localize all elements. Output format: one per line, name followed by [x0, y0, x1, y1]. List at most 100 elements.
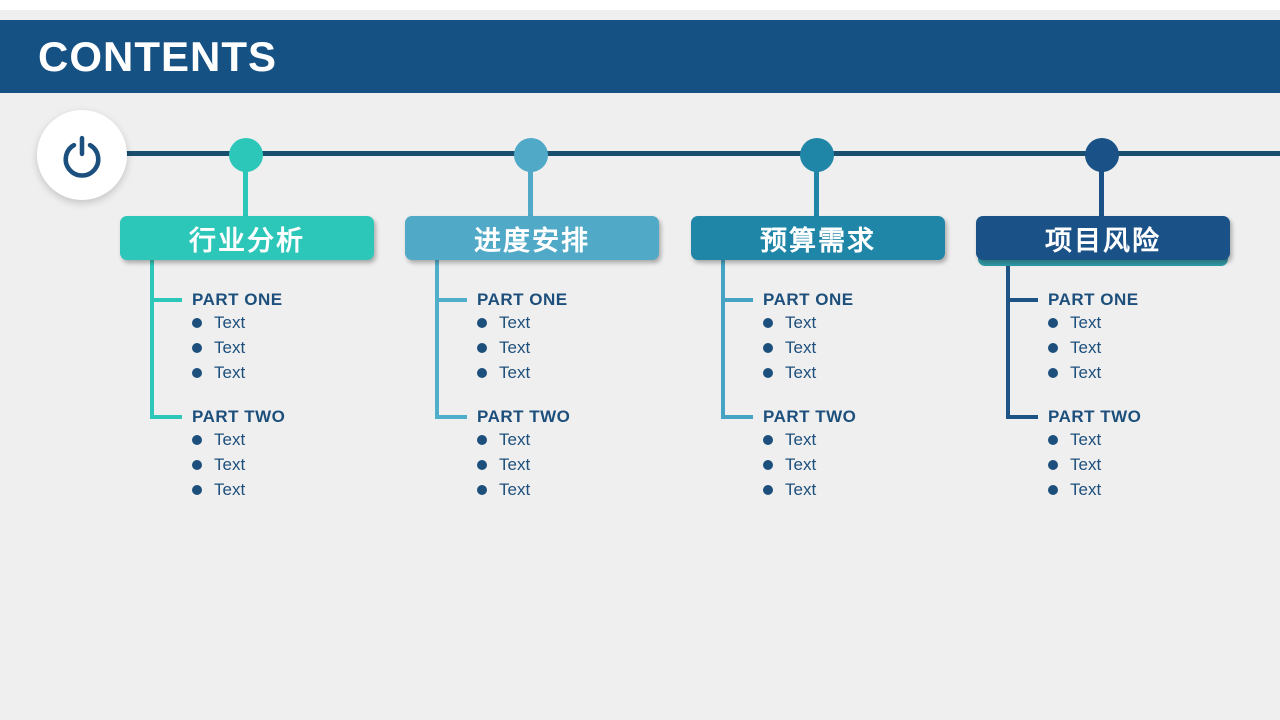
- list-item-label: Text: [499, 429, 531, 449]
- bullet-icon: [192, 434, 202, 445]
- bullet-icon: [477, 459, 487, 470]
- bullet-icon: [192, 367, 202, 378]
- branch-tick: [150, 298, 182, 302]
- bullet-icon: [763, 434, 773, 445]
- list-item-label: Text: [785, 362, 817, 382]
- bullet-icon: [192, 484, 202, 495]
- bullet-icon: [192, 342, 202, 353]
- bullet-icon: [477, 484, 487, 495]
- page-title: CONTENTS: [38, 32, 277, 80]
- branch-line: [721, 260, 725, 419]
- part-title: PART TWO: [192, 407, 286, 426]
- timeline-node-icon: [229, 138, 263, 172]
- part-title: PART ONE: [192, 290, 283, 309]
- list-item: Text: [763, 360, 943, 385]
- bullet-icon: [1048, 367, 1058, 378]
- bullet-icon: [1048, 342, 1058, 353]
- list-item-label: Text: [1070, 429, 1102, 449]
- bullet-icon: [192, 317, 202, 328]
- branch-tick: [721, 415, 753, 419]
- branch-tick: [150, 415, 182, 419]
- list-item: Text: [477, 452, 657, 477]
- bullet-icon: [763, 484, 773, 495]
- section-button[interactable]: 行业分析: [120, 216, 374, 260]
- list-item: Text: [1048, 310, 1228, 335]
- list-item: Text: [477, 427, 657, 452]
- node-stem-line: [1099, 158, 1104, 216]
- list-item: Text: [1048, 427, 1228, 452]
- list-item-label: Text: [214, 337, 246, 357]
- list-item: Text: [192, 477, 372, 502]
- section-button[interactable]: 进度安排: [405, 216, 659, 260]
- timeline-node-icon: [800, 138, 834, 172]
- list-item-label: Text: [214, 312, 246, 332]
- list-item-label: Text: [214, 362, 246, 382]
- list-item-label: Text: [499, 337, 531, 357]
- list-item: Text: [1048, 477, 1228, 502]
- node-stem-line: [528, 158, 533, 216]
- list-item: Text: [192, 335, 372, 360]
- list-item-label: Text: [785, 454, 817, 474]
- bullet-icon: [477, 434, 487, 445]
- list-item-label: Text: [214, 479, 246, 499]
- list-item: Text: [1048, 335, 1228, 360]
- list-item: Text: [1048, 452, 1228, 477]
- list-item: Text: [192, 310, 372, 335]
- list-item-label: Text: [499, 479, 531, 499]
- bullet-icon: [763, 342, 773, 353]
- list-item-label: Text: [1070, 362, 1102, 382]
- list-item: Text: [1048, 360, 1228, 385]
- list-item-label: Text: [499, 362, 531, 382]
- list-item-label: Text: [214, 454, 246, 474]
- branch-line: [150, 260, 154, 419]
- part-title: PART ONE: [1048, 290, 1139, 309]
- section-button[interactable]: 项目风险: [976, 216, 1230, 260]
- bullet-icon: [192, 459, 202, 470]
- power-button[interactable]: [37, 110, 127, 200]
- branch-line: [435, 260, 439, 419]
- bullet-icon: [1048, 484, 1058, 495]
- timeline-line: [122, 151, 1280, 156]
- part-title: PART TWO: [1048, 407, 1142, 426]
- bullet-icon: [477, 317, 487, 328]
- list-item: Text: [192, 360, 372, 385]
- slide-top-strip: [0, 0, 1280, 10]
- list-item: Text: [477, 335, 657, 360]
- list-item-label: Text: [1070, 312, 1102, 332]
- section-button[interactable]: 预算需求: [691, 216, 945, 260]
- list-item: Text: [192, 427, 372, 452]
- list-item-label: Text: [785, 479, 817, 499]
- list-item-label: Text: [1070, 479, 1102, 499]
- part-title: PART TWO: [477, 407, 571, 426]
- bullet-icon: [763, 317, 773, 328]
- header-bar: CONTENTS: [0, 20, 1280, 93]
- part-title: PART TWO: [763, 407, 857, 426]
- list-item: Text: [763, 335, 943, 360]
- list-item: Text: [477, 477, 657, 502]
- list-item-label: Text: [499, 454, 531, 474]
- list-item: Text: [477, 310, 657, 335]
- list-item: Text: [763, 477, 943, 502]
- list-item: Text: [763, 427, 943, 452]
- bullet-icon: [477, 342, 487, 353]
- node-stem-line: [243, 158, 248, 216]
- part-title: PART ONE: [763, 290, 854, 309]
- branch-tick: [1006, 415, 1038, 419]
- list-item: Text: [763, 310, 943, 335]
